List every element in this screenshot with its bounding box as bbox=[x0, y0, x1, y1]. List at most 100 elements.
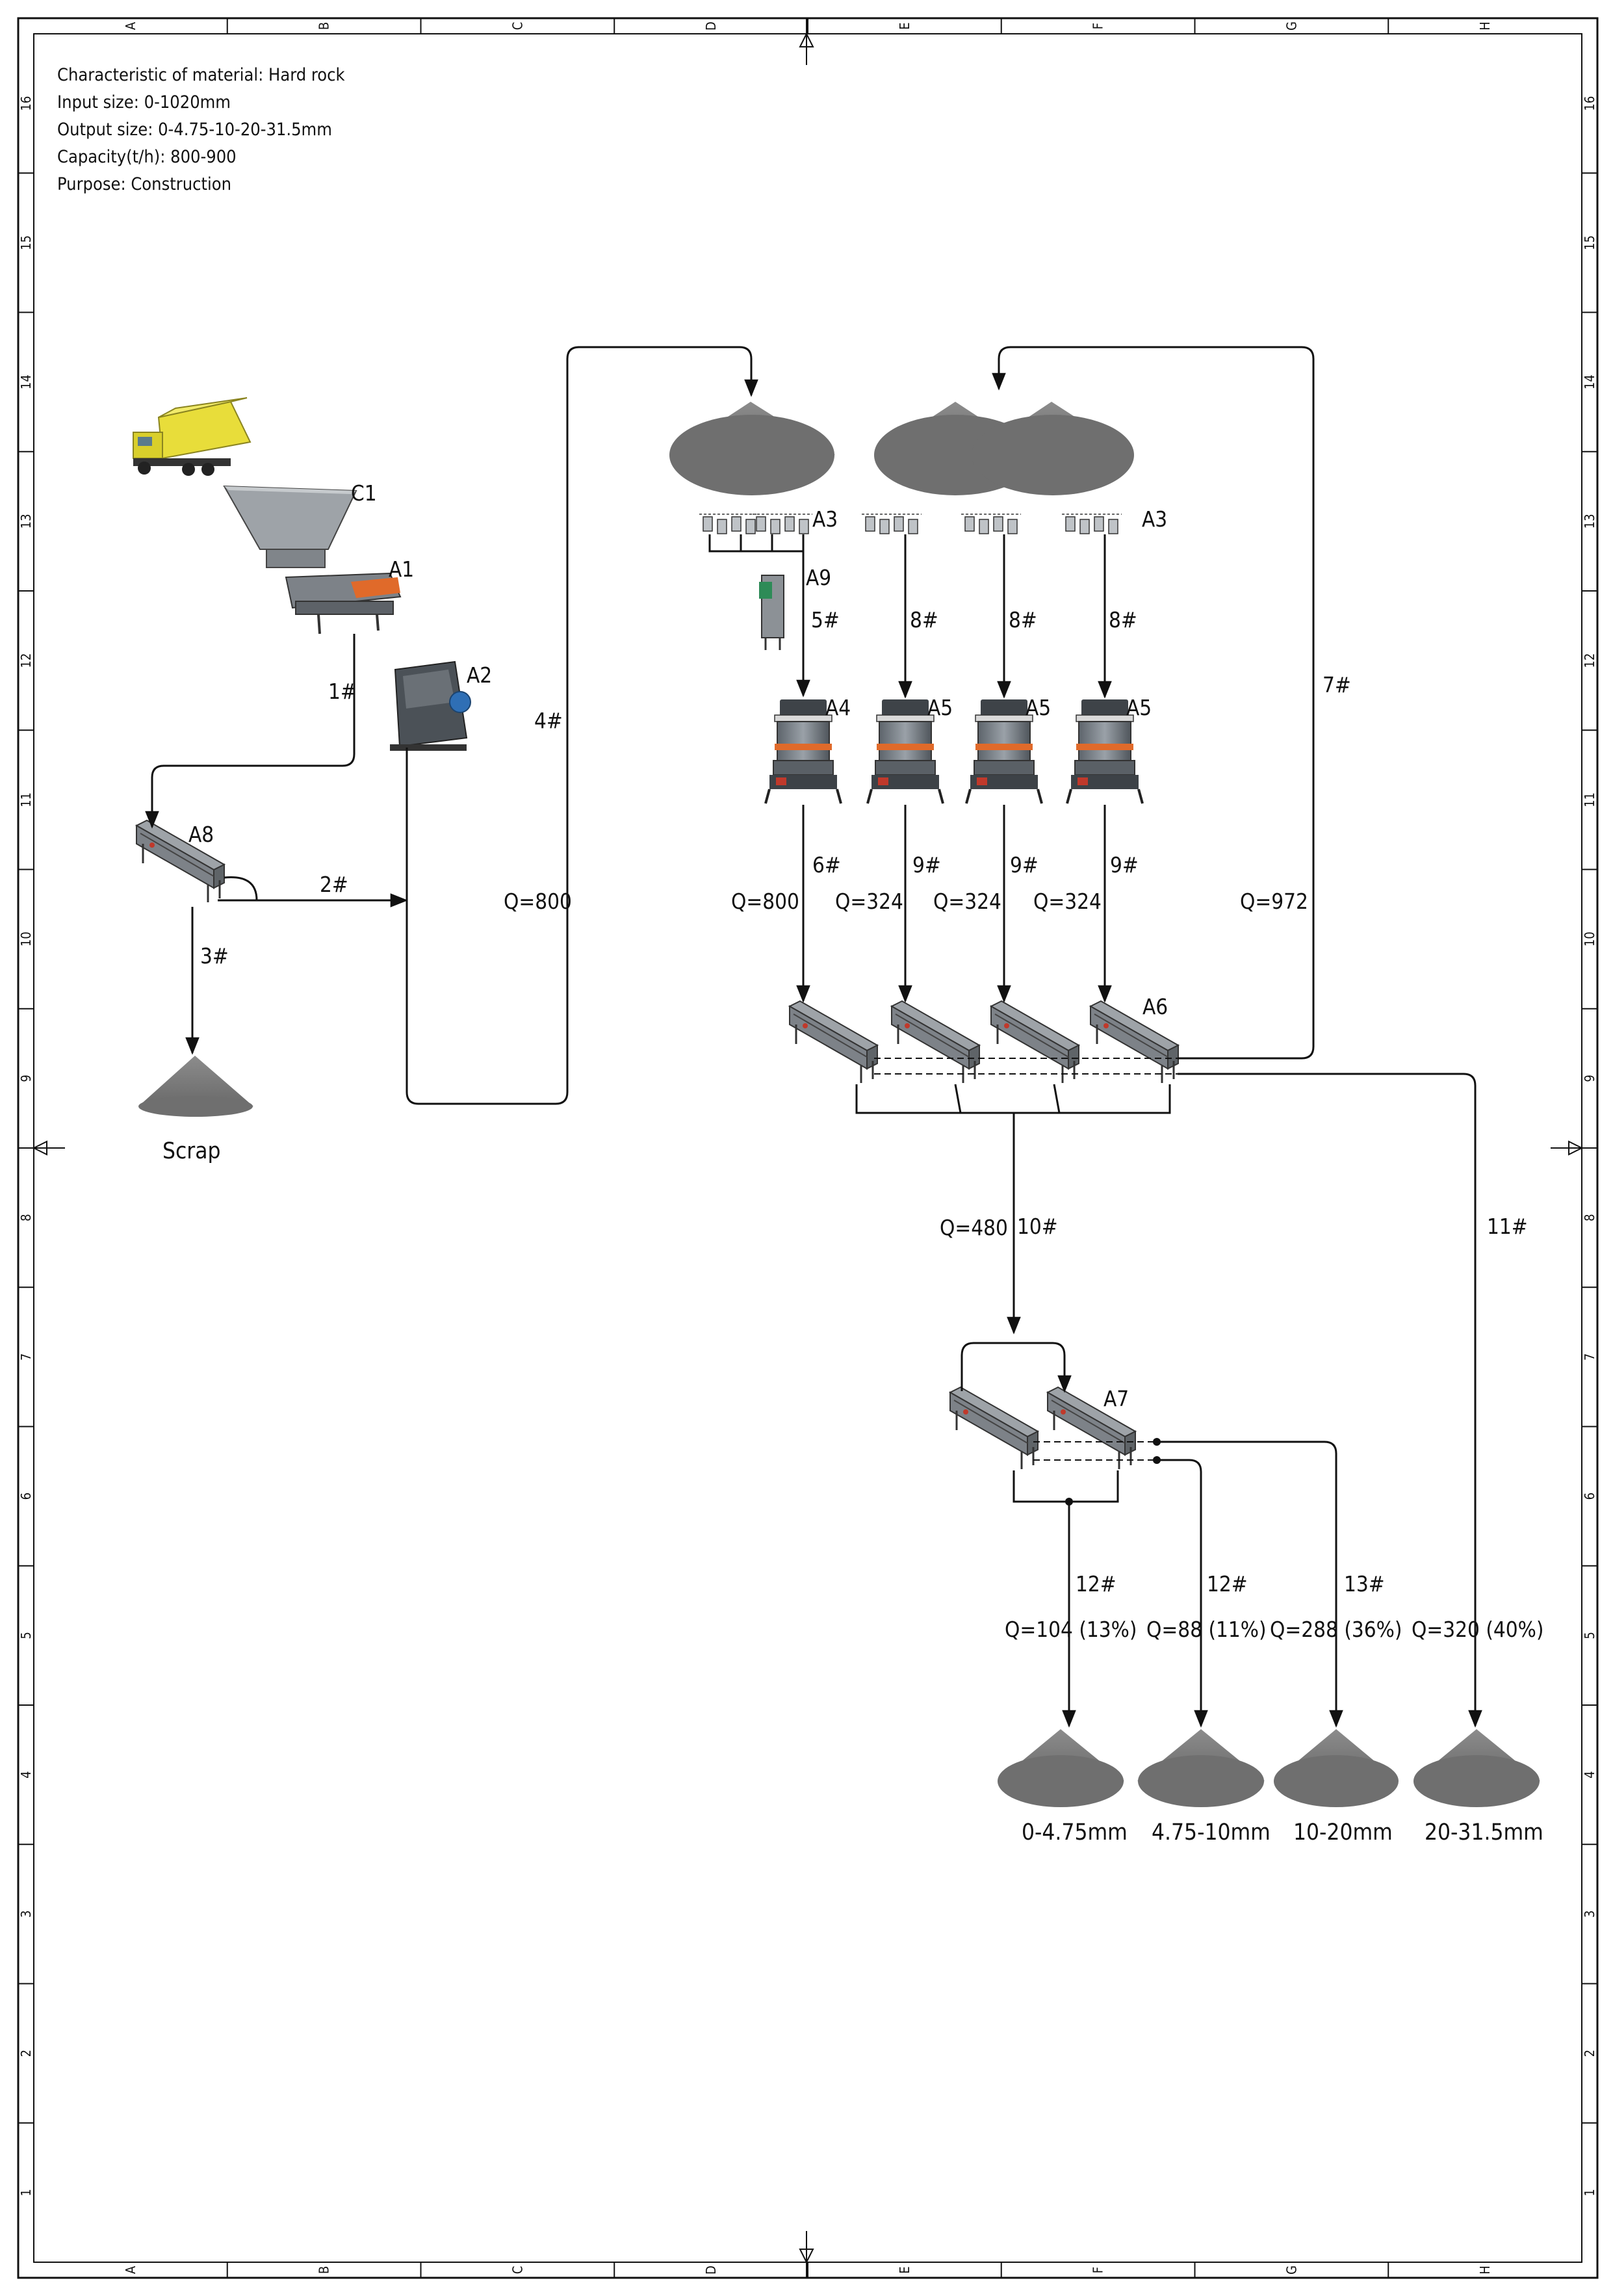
flow-a4: Q=800 bbox=[731, 889, 799, 914]
grid-row-label-right: 3 bbox=[1582, 1911, 1597, 1918]
grid-col-label-top: B bbox=[316, 22, 332, 30]
grid-row-label-left: 10 bbox=[18, 932, 34, 946]
grid-row-label-left: 13 bbox=[18, 514, 34, 528]
grid-col-label-bottom: H bbox=[1477, 2265, 1493, 2275]
belt-13: 13# bbox=[1344, 1571, 1385, 1597]
flow-product-4: Q=320 (40%) bbox=[1412, 1617, 1543, 1642]
grid-row-label-left: 11 bbox=[18, 792, 34, 807]
grid-row-label-right: 5 bbox=[1582, 1632, 1597, 1639]
label-a8: A8 bbox=[188, 822, 214, 847]
belt-8-2: 8# bbox=[1009, 607, 1037, 633]
label-product-3: 10-20mm bbox=[1293, 1820, 1393, 1846]
feeder-a3-group-3 bbox=[961, 514, 1022, 534]
iron-remover-a9 bbox=[759, 575, 784, 650]
label-a9: A9 bbox=[806, 565, 831, 590]
grid-col-label-top: G bbox=[1284, 21, 1299, 31]
label-a4: A4 bbox=[825, 695, 851, 720]
flow-a5-3: Q=324 bbox=[1033, 889, 1102, 914]
screen-a6-2 bbox=[890, 1000, 981, 1084]
grid-row-label-left: 7 bbox=[18, 1353, 34, 1361]
grid-row-label-right: 2 bbox=[1582, 2050, 1597, 2057]
grid-col-label-bottom: A bbox=[123, 2265, 138, 2274]
grid-col-label-top: H bbox=[1477, 21, 1493, 31]
hopper-c1 bbox=[223, 485, 357, 568]
belt-8-1: 8# bbox=[910, 607, 938, 633]
grid-col-label-bottom: E bbox=[897, 2266, 912, 2273]
label-a7: A7 bbox=[1103, 1386, 1129, 1411]
label-a5-2: A5 bbox=[1026, 695, 1051, 720]
label-a3-right: A3 bbox=[1142, 506, 1167, 532]
info-input-size: Input size: 0-1020mm bbox=[57, 92, 231, 112]
grid-row-label-right: 12 bbox=[1582, 653, 1597, 668]
belt-4: 4# bbox=[534, 708, 563, 733]
label-a5-1: A5 bbox=[927, 695, 953, 720]
grid-col-label-top: F bbox=[1090, 23, 1106, 29]
grid-row-label-left: 1 bbox=[18, 2189, 34, 2196]
product-labels: Scrap 0-4.75mm 4.75-10mm 10-20mm 20-31.5… bbox=[162, 1138, 1543, 1846]
info-output-size: Output size: 0-4.75-10-20-31.5mm bbox=[57, 120, 332, 140]
grid-row-label-right: 10 bbox=[1582, 932, 1597, 946]
belt-8-3: 8# bbox=[1109, 607, 1137, 633]
feeder-a3-group-4 bbox=[1061, 514, 1122, 534]
label-a3-left: A3 bbox=[812, 506, 838, 532]
label-c1: C1 bbox=[351, 480, 377, 506]
grid-row-label-left: 2 bbox=[18, 2050, 34, 2057]
grid-row-label-right: 16 bbox=[1582, 96, 1597, 111]
screen-a7-1 bbox=[949, 1386, 1039, 1470]
flow-product-2: Q=88 (11%) bbox=[1146, 1617, 1267, 1642]
belt-9-2: 9# bbox=[1010, 852, 1039, 878]
belt-7: 7# bbox=[1323, 672, 1351, 698]
belt-2: 2# bbox=[320, 872, 348, 897]
belt-12-1: 12# bbox=[1076, 1571, 1116, 1597]
belt-10: 10# bbox=[1017, 1214, 1058, 1239]
feeder-a3-group-2 bbox=[861, 514, 922, 534]
screen-a6-1 bbox=[788, 1000, 879, 1084]
flow-return: Q=972 bbox=[1240, 889, 1308, 914]
label-a1: A1 bbox=[389, 556, 414, 582]
belt-6: 6# bbox=[812, 852, 841, 878]
dump-truck bbox=[133, 397, 252, 476]
grid-row-label-right: 14 bbox=[1582, 374, 1597, 389]
info-purpose: Purpose: Construction bbox=[57, 174, 231, 194]
grid-col-label-bottom: F bbox=[1090, 2267, 1106, 2273]
grid-col-label-top: D bbox=[703, 21, 719, 31]
label-product-2: 4.75-10mm bbox=[1152, 1820, 1271, 1846]
feeder-a3-group-1b bbox=[752, 514, 813, 534]
flow-a5-2: Q=324 bbox=[933, 889, 1001, 914]
label-scrap: Scrap bbox=[162, 1138, 221, 1164]
grid-row-label-left: 8 bbox=[18, 1214, 34, 1221]
pile-scrap bbox=[138, 1056, 253, 1106]
grid-row-label-left: 15 bbox=[18, 235, 34, 250]
label-a5-3: A5 bbox=[1126, 695, 1152, 720]
material-info: Characteristic of material: Hard rock In… bbox=[57, 65, 345, 194]
grid-row-label-left: 6 bbox=[18, 1493, 34, 1500]
grid-row-label-left: 3 bbox=[18, 1911, 34, 1918]
grid-row-label-left: 14 bbox=[18, 374, 34, 389]
dashed-decks bbox=[874, 1058, 1215, 1461]
belt-labels: 1# 2# 3# 4# 5# 6# 7# 8# 8# 8# 9# 9# 9# 1… bbox=[200, 607, 1528, 1597]
grid-row-label-left: 9 bbox=[18, 1075, 34, 1082]
flow-main: Q=800 bbox=[504, 889, 572, 914]
grid-col-label-bottom: C bbox=[510, 2266, 525, 2275]
info-capacity: Capacity(t/h): 800-900 bbox=[57, 147, 237, 167]
grid-row-label-right: 6 bbox=[1582, 1493, 1597, 1500]
grid-row-label-right: 9 bbox=[1582, 1075, 1597, 1082]
grid-col-label-top: E bbox=[897, 22, 912, 29]
label-product-1: 0-4.75mm bbox=[1022, 1820, 1128, 1846]
flow-quantities: Q=800 Q=800 Q=324 Q=324 Q=324 Q=972 Q=48… bbox=[504, 889, 1543, 1642]
flow-a5-1: Q=324 bbox=[835, 889, 903, 914]
flow-product-3: Q=288 (36%) bbox=[1270, 1617, 1402, 1642]
belt-3: 3# bbox=[200, 943, 229, 969]
grid-col-label-bottom: B bbox=[316, 2266, 332, 2274]
info-material: Characteristic of material: Hard rock bbox=[57, 65, 345, 85]
belt-9-3: 9# bbox=[1110, 852, 1139, 878]
grid-col-label-top: A bbox=[123, 21, 138, 30]
grid-col-label-top: C bbox=[510, 22, 525, 31]
belt-1: 1# bbox=[328, 679, 357, 704]
flow-lines bbox=[145, 346, 1482, 1728]
grid-col-label-bottom: D bbox=[703, 2265, 719, 2275]
grid-row-label-right: 15 bbox=[1582, 235, 1597, 250]
flow-a7: Q=480 bbox=[940, 1215, 1008, 1240]
feeder-a3-group-1 bbox=[699, 514, 760, 534]
